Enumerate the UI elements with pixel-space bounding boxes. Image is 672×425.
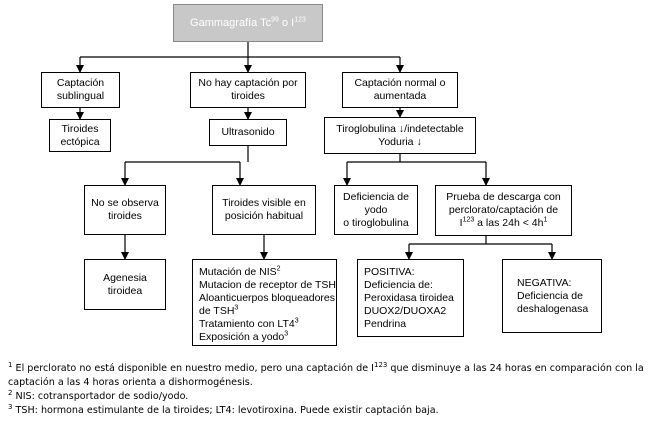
diagram-title: Gammagrafía Tc99 o I123	[190, 15, 306, 29]
node-negativa: NEGATIVA: Deficiencia de deshalogenasa	[502, 259, 602, 333]
node-causas: Mutación de NIS2 Mutacion de receptor de…	[192, 259, 337, 346]
footnote-3: 3 TSH: hormona estimulante de la tiroide…	[8, 402, 439, 416]
node-positiva: POSITIVA: Deficiencia de: Peroxidasa tir…	[357, 259, 464, 337]
footnote-2: 2 NIS: cotransportador de sodio/yodo.	[8, 388, 189, 402]
diagram-title-box: Gammagrafía Tc99 o I123	[173, 4, 323, 42]
node-ultrasonido: Ultrasonido	[209, 119, 287, 146]
node-prueba-descarga: Prueba de descarga con perclorato/captac…	[435, 185, 572, 236]
footnotes: 1 El perclorato no está disponible en nu…	[8, 360, 668, 418]
footnote-1: 1 El perclorato no está disponible en nu…	[8, 360, 644, 388]
